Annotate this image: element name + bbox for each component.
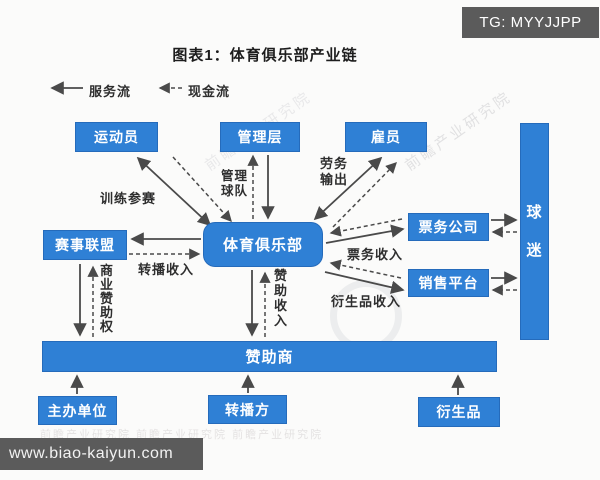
node-ticketing: 票务公司 [408, 213, 489, 241]
edge-label-training-compete: 训练参赛 [100, 191, 157, 206]
footer-url: www.biao-kaiyun.com [0, 438, 203, 470]
legend-cash-flow-label: 现金流 [188, 84, 231, 99]
edge-label-sponsor-income: 赞助收入 [273, 268, 288, 328]
node-management: 管理层 [220, 122, 300, 152]
node-fans-label: 球迷 [526, 203, 543, 259]
node-sponsors: 赞助商 [42, 341, 497, 372]
node-sales-platform: 销售平台 [408, 269, 489, 297]
node-broadcaster: 转播方 [208, 395, 287, 424]
node-league: 赛事联盟 [43, 230, 127, 260]
edge-label-ticket-income: 票务收入 [347, 247, 404, 262]
node-fans: 球迷 [520, 123, 549, 340]
edge-label-labor-export: 劳务输出 [320, 156, 349, 187]
edge-label-derivative-income: 衍生品收入 [331, 294, 402, 309]
edge-label-manage-team: 管理球队 [221, 169, 249, 198]
node-derivatives: 衍生品 [418, 397, 500, 427]
node-club: 体育俱乐部 [203, 222, 323, 267]
tg-badge: TG: MYYJJPP [462, 7, 599, 38]
legend-service-flow-label: 服务流 [89, 84, 132, 99]
chart-title: 图表1：体育俱乐部产业链 [172, 47, 358, 64]
node-employees: 雇员 [345, 122, 427, 152]
node-athletes: 运动员 [75, 122, 158, 152]
edge-label-sponsor-rights: 商业赞助权 [99, 263, 114, 334]
edge-label-broadcast-income: 转播收入 [138, 262, 195, 277]
node-organizer: 主办单位 [38, 396, 117, 425]
